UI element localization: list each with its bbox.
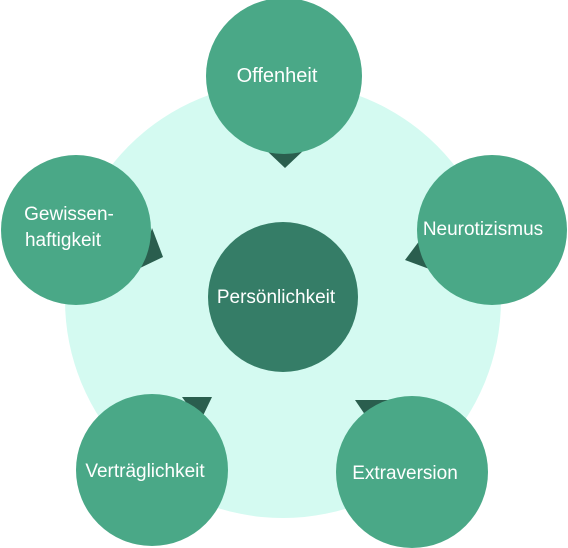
trait-label: Verträglichkeit bbox=[85, 461, 205, 482]
trait-label-line-2: haftigkeit bbox=[25, 230, 102, 251]
trait-circle bbox=[417, 155, 567, 305]
trait-vertraeglichkeit: Verträglichkeit bbox=[76, 394, 228, 546]
trait-circle bbox=[1, 155, 151, 305]
trait-circle bbox=[336, 396, 488, 548]
trait-circle bbox=[206, 0, 362, 154]
trait-extraversion: Extraversion bbox=[336, 396, 488, 548]
trait-label: Gewissen- bbox=[24, 204, 114, 225]
trait-label: Extraversion bbox=[352, 463, 458, 484]
center-circle bbox=[208, 222, 358, 372]
trait-label: Neurotizismus bbox=[423, 219, 543, 240]
trait-gewissenhaftigkeit: Gewissen- haftigkeit bbox=[1, 155, 151, 305]
trait-neurotizismus: Neurotizismus bbox=[417, 155, 567, 305]
center-label: Persönlichkeit bbox=[217, 287, 336, 308]
trait-offenheit: Offenheit bbox=[206, 0, 362, 154]
trait-label: Offenheit bbox=[237, 65, 318, 87]
pointer-gewissenhaftigkeit bbox=[140, 228, 163, 268]
trait-circle bbox=[76, 394, 228, 546]
pointer-offenheit bbox=[266, 150, 304, 168]
center-node: Persönlichkeit bbox=[208, 222, 358, 372]
